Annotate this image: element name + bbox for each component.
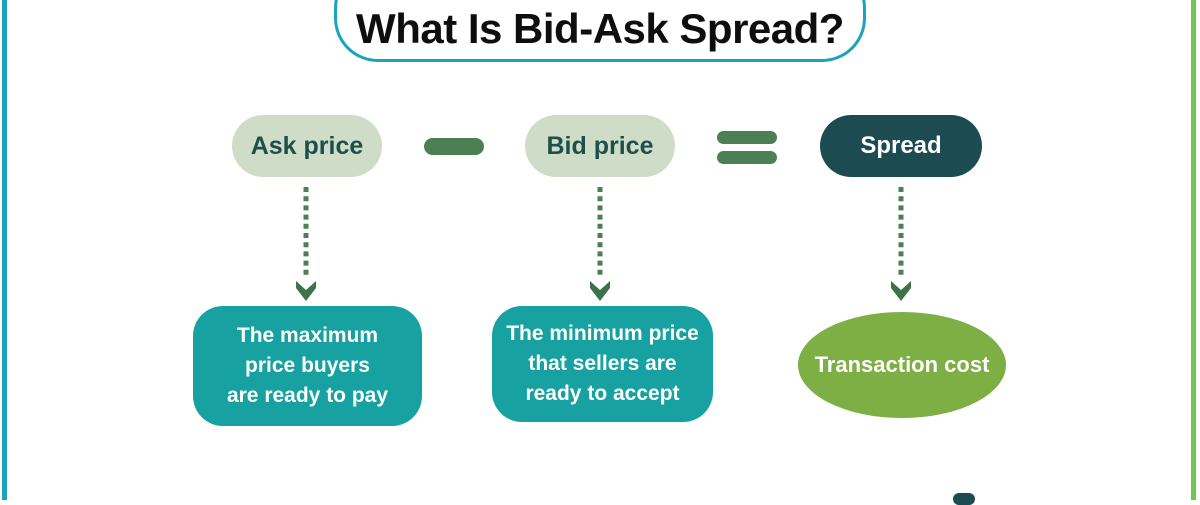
definition-line: ready to accept [525,382,680,405]
page-title: What Is Bid-Ask Spread? [356,5,844,52]
dotted-down-arrow-icon [891,187,911,301]
bid-price-label: Bid price [546,131,654,160]
bid-price-pill: Bid price [525,115,675,177]
cutoff-shape-bottom [953,493,975,505]
ask-price-pill: Ask price [232,115,382,177]
definition-line: The maximum [236,324,379,347]
equals-bar-bottom [717,151,777,164]
definition-line: are ready to pay [226,384,389,407]
spread-label: Spread [860,132,942,159]
left-border-bar [2,0,7,500]
dotted-down-arrow-icon [590,187,610,301]
definition-line: The minimum price [506,322,699,345]
minus-icon [424,138,484,155]
spread-pill: Spread [820,115,982,177]
title-banner: What Is Bid-Ask Spread? [334,0,866,62]
bid-definition-box: The minimum price that sellers are ready… [492,306,713,422]
definition-line: that sellers are [528,352,677,375]
equals-icon [717,131,777,164]
right-border-bar [1191,0,1196,500]
ask-price-label: Ask price [250,131,364,160]
dotted-down-arrow-icon [296,187,316,301]
transaction-cost-ellipse: Transaction cost [798,312,1006,418]
ask-definition-box: The maximum price buyers are ready to pa… [193,306,422,426]
definition-line: price buyers [245,354,370,377]
transaction-cost-label: Transaction cost [814,352,990,377]
equals-bar-top [717,131,777,144]
